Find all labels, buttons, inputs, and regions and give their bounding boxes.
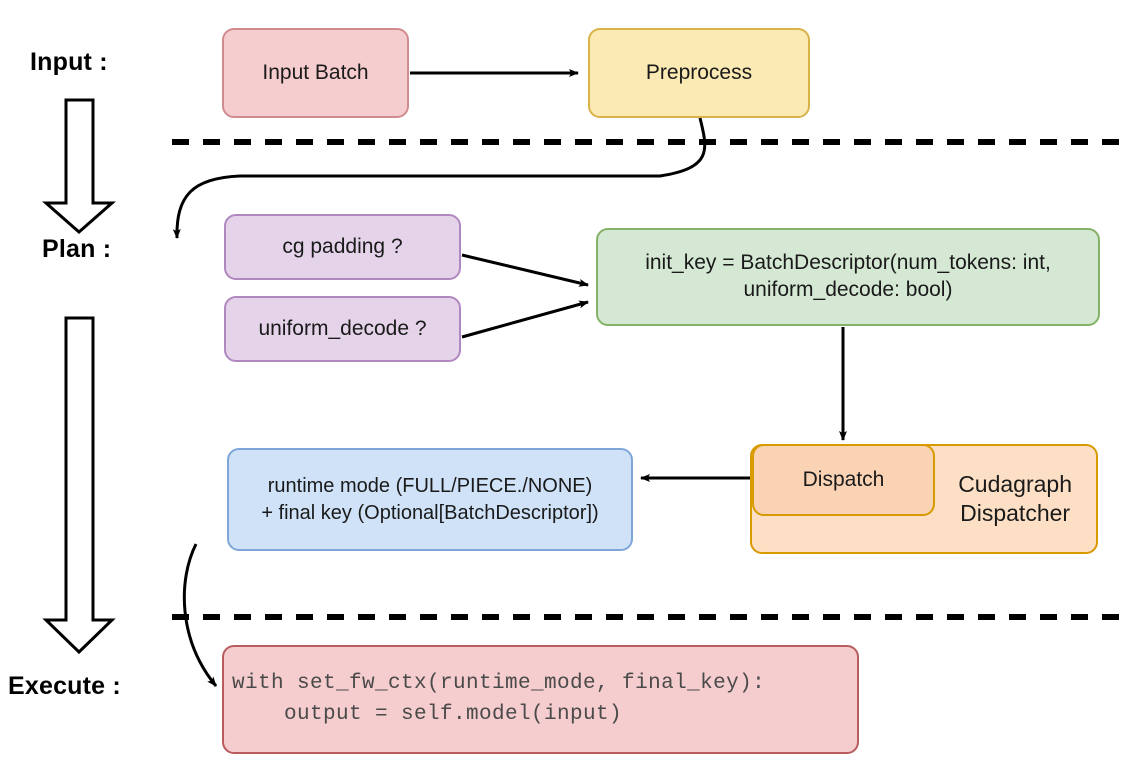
node-dispatch-label: Dispatch	[802, 467, 885, 491]
node-exec-code-label: with set_fw_ctx(runtime_mode, final_key)…	[232, 672, 766, 726]
arrow-uniform-decode-to-init-key	[461, 300, 589, 339]
stage-label-execute: Execute :	[8, 672, 121, 700]
node-preprocess[interactable]: Preprocess	[588, 28, 810, 118]
node-input-batch[interactable]: Input Batch	[222, 28, 409, 118]
node-init-key-label: init_key = BatchDescriptor(num_tokens: i…	[645, 251, 1051, 301]
stage-label-plan: Plan :	[42, 235, 112, 263]
node-runtime-mode-label: runtime mode (FULL/PIECE./NONE) + final …	[261, 474, 599, 524]
node-cg-padding[interactable]: cg padding ?	[224, 214, 461, 280]
stage-label-input: Input :	[30, 48, 108, 76]
node-uniform-decode-label: uniform_decode ?	[258, 316, 427, 340]
arrow-cg-padding-to-init-key	[461, 253, 589, 287]
node-uniform-decode[interactable]: uniform_decode ?	[224, 296, 461, 362]
node-preprocess-label: Preprocess	[645, 60, 753, 84]
node-runtime-mode[interactable]: runtime mode (FULL/PIECE./NONE) + final …	[227, 448, 633, 551]
plan-to-execute-block-arrow	[42, 316, 116, 655]
node-cg-padding-label: cg padding ?	[282, 234, 403, 258]
input-to-plan-block-arrow	[42, 98, 116, 234]
node-exec-code[interactable]: with set_fw_ctx(runtime_mode, final_key)…	[222, 645, 859, 754]
node-dispatch[interactable]: Dispatch	[752, 444, 935, 516]
node-init-key[interactable]: init_key = BatchDescriptor(num_tokens: i…	[596, 228, 1100, 326]
arrow-runtime-mode-to-exec-code	[182, 543, 218, 687]
node-cudagraph-dispatcher-label: Cudagraph Dispatcher	[958, 470, 1072, 526]
node-input-batch-label: Input Batch	[262, 60, 369, 84]
